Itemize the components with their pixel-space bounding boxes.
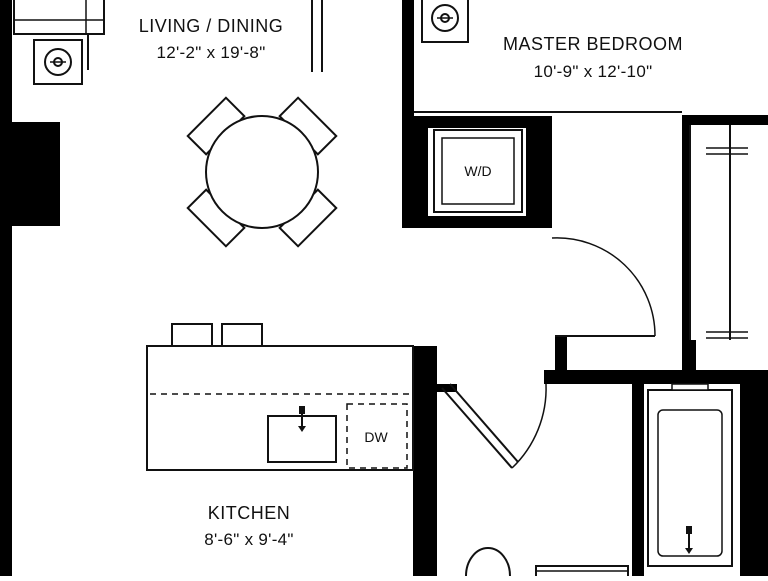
dishwasher-label: DW: [364, 429, 388, 445]
bedroom-door-jamb: [555, 336, 567, 384]
washer-dryer-label: W/D: [464, 163, 491, 179]
closet-wall-right: [526, 116, 552, 228]
kitchen-partition: [413, 384, 437, 576]
master-bedroom-dimensions: 10'-9" x 12'-10": [534, 62, 653, 81]
thermostat-icon: [421, 0, 469, 43]
bath-door: [441, 383, 547, 469]
right-closet-wall-left: [682, 115, 690, 370]
bedroom-bottom-wall: [544, 370, 768, 384]
bar-stool: [221, 323, 263, 349]
living-dining-dimensions: 12'-2" x 19'-8": [156, 43, 265, 62]
bar-stool: [171, 323, 213, 349]
left-wall-pier: [0, 122, 60, 226]
kitchen-label: KITCHEN: [208, 503, 291, 523]
kitchen-partition-top: [413, 346, 437, 384]
washer-dryer: [433, 129, 523, 213]
bedroom-left-wall: [402, 0, 414, 116]
closet-wall-top: [402, 116, 552, 128]
top-left-cabinet: [13, 0, 105, 35]
toilet-icon: [465, 547, 511, 581]
bath-left-wall: [632, 384, 644, 576]
living-dining-label: LIVING / DINING: [139, 16, 284, 36]
dishwasher-outline: [346, 403, 408, 469]
sink-icon: [267, 406, 337, 463]
master-bedroom-label: MASTER BEDROOM: [503, 34, 683, 54]
closet-wall-bottom: [402, 216, 552, 228]
vanity: [535, 565, 629, 581]
bathtub-icon: [647, 383, 733, 567]
closet-wall-left: [402, 116, 428, 228]
thermostat-icon: [33, 39, 83, 85]
left-exterior-wall: [0, 0, 12, 576]
kitchen-dimensions: 8'-6" x 9'-4": [204, 530, 294, 549]
right-closet-wall-top: [682, 115, 768, 125]
dining-table: [186, 96, 338, 248]
hall-wall-stub: [437, 384, 457, 392]
bath-right-wall: [740, 384, 768, 576]
thin-lines: [13, 0, 748, 340]
right-closet-jamb: [682, 340, 696, 384]
bedroom-door: [551, 237, 656, 337]
